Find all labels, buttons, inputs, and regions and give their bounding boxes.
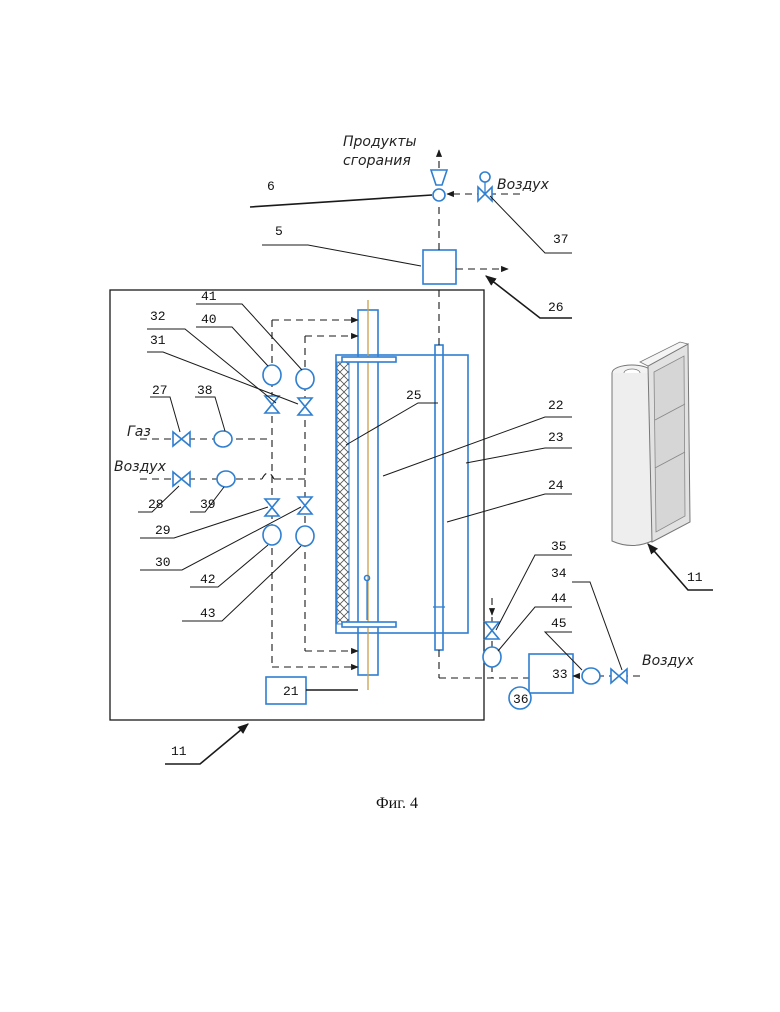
igniter-tip <box>365 576 370 581</box>
ref-43: 43 <box>200 606 216 621</box>
ref-38: 38 <box>197 383 213 398</box>
ref-26: 26 <box>548 300 564 315</box>
ref-5: 5 <box>275 224 283 239</box>
ref-29: 29 <box>155 523 171 538</box>
ref-21: 21 <box>283 684 299 699</box>
lower-flange <box>342 622 396 627</box>
flowmeter-38 <box>214 431 232 447</box>
flowmeter-40 <box>263 365 281 385</box>
unit-5-box <box>423 250 456 284</box>
ref-31: 31 <box>150 333 166 348</box>
ref-24: 24 <box>548 478 564 493</box>
figure-caption: Фиг. 4 <box>376 795 418 812</box>
flowmeter-41 <box>296 369 314 389</box>
valve-35 <box>485 622 499 639</box>
ref-30: 30 <box>155 555 171 570</box>
flowmeter-45 <box>582 668 600 684</box>
air-label-top: Воздух <box>497 177 550 193</box>
unit-11-3d-view <box>612 342 690 546</box>
ref-6: 6 <box>267 179 275 194</box>
ref-45: 45 <box>551 616 567 631</box>
flowmeter-39 <box>217 471 235 487</box>
ref-40: 40 <box>201 312 217 327</box>
ref-35: 35 <box>551 539 567 554</box>
valve-31 <box>265 396 279 413</box>
insulation-layer <box>337 362 349 624</box>
ref-23: 23 <box>548 430 564 445</box>
ref-37: 37 <box>553 232 569 247</box>
valve-30 <box>298 497 312 514</box>
ref-34: 34 <box>551 566 567 581</box>
ref-11-3d: 11 <box>687 570 703 585</box>
ref-32: 32 <box>150 309 166 324</box>
gas-label: Газ <box>127 424 151 440</box>
valve-28 <box>173 472 190 486</box>
ref-42: 42 <box>200 572 216 587</box>
ref-22: 22 <box>548 398 564 413</box>
ref-25: 25 <box>406 388 422 403</box>
ref-27: 27 <box>152 383 168 398</box>
ref-39: 39 <box>200 497 216 512</box>
valve-37-gauge <box>480 172 490 182</box>
ref-11: 11 <box>171 744 187 759</box>
exhaust-funnel <box>431 170 447 185</box>
ref-33: 33 <box>552 667 568 682</box>
ref-36: 36 <box>513 692 529 707</box>
products-label-line2: сгорания <box>343 153 411 169</box>
valve-32 <box>298 398 312 415</box>
ref-28: 28 <box>148 497 164 512</box>
upper-flange <box>342 357 396 362</box>
valve-27 <box>173 432 190 446</box>
air-label-left: Воздух <box>114 459 167 475</box>
valve-34 <box>611 669 627 683</box>
sample-rod <box>435 345 443 650</box>
air-label-right: Воздух <box>642 653 695 669</box>
ref-44: 44 <box>551 591 567 606</box>
products-label-line1: Продукты <box>343 134 417 150</box>
node-6 <box>433 189 445 201</box>
flowmeter-43 <box>296 526 314 546</box>
flowmeter-42 <box>263 525 281 545</box>
ref-41: 41 <box>201 289 217 304</box>
chamber-housing <box>336 355 468 633</box>
